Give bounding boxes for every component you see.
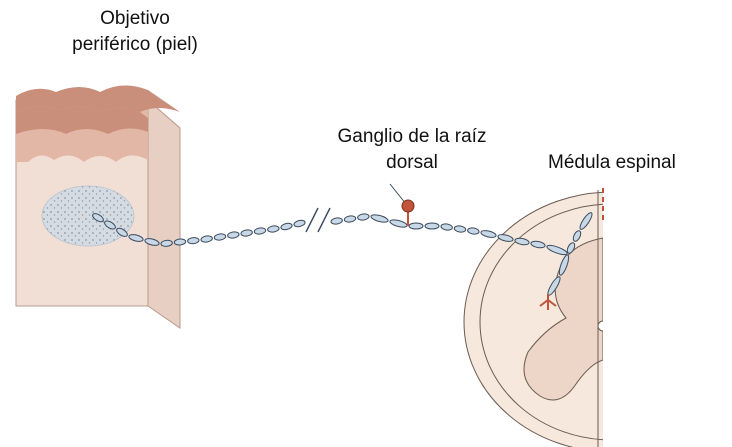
myelin-segment bbox=[409, 223, 423, 229]
myelin-segment bbox=[480, 229, 496, 238]
myelin-segment bbox=[214, 233, 226, 241]
myelin-segment bbox=[357, 213, 369, 221]
receptive-field-dots bbox=[42, 186, 134, 246]
myelin-segment bbox=[441, 223, 453, 231]
myelin-segment bbox=[344, 215, 356, 223]
myelin-segment bbox=[254, 227, 266, 235]
myelin-segment bbox=[331, 217, 343, 225]
ganglion-pointer-line bbox=[390, 184, 406, 204]
myelin-segment bbox=[201, 235, 213, 243]
myelin-segment bbox=[467, 227, 479, 235]
spinal-cord-section bbox=[464, 190, 732, 447]
myelin-segment bbox=[454, 225, 466, 233]
skin-block bbox=[16, 85, 180, 328]
myelin-segment bbox=[389, 218, 408, 228]
myelin-segment bbox=[280, 222, 292, 230]
axon-break-marks bbox=[306, 208, 330, 232]
central-canal bbox=[598, 321, 608, 331]
myelin-segment bbox=[241, 229, 253, 237]
myelin-segment bbox=[425, 223, 439, 229]
myelin-segment bbox=[227, 231, 239, 239]
skin-block-side-face bbox=[148, 100, 180, 328]
myelin-segment bbox=[267, 225, 279, 233]
ganglion-soma bbox=[402, 200, 414, 212]
myelin-segment bbox=[187, 237, 199, 244]
myelin-segment bbox=[293, 219, 305, 227]
myelin-segment bbox=[370, 213, 389, 223]
